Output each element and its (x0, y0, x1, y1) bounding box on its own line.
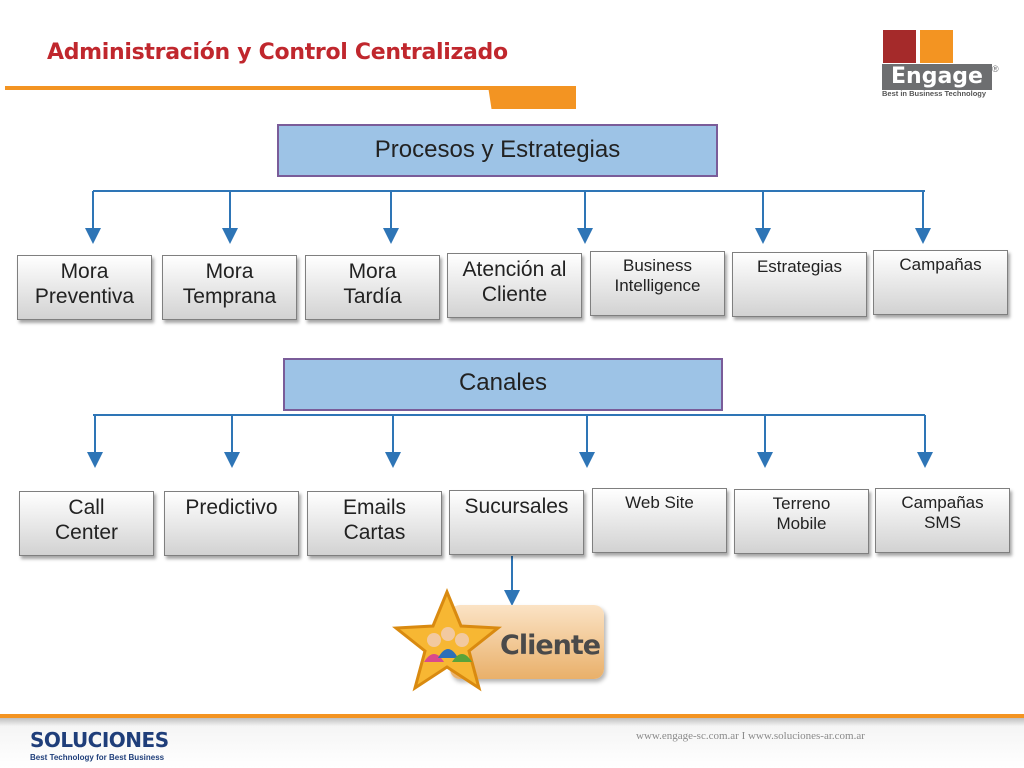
node-web-site: Web Site (592, 488, 727, 553)
logo-wordmark: Engage (882, 64, 992, 90)
cliente-label: Cliente (500, 630, 601, 661)
node-predictivo: Predictivo (164, 491, 299, 556)
procesos-header: Procesos y Estrategias (277, 124, 718, 177)
title-underline-tab (488, 86, 576, 109)
node-estrategias: Estrategias (732, 252, 867, 317)
canales-header: Canales (283, 358, 723, 411)
footer-accent-line (0, 714, 1024, 718)
logo-tagline: Best in Business Technology (882, 89, 987, 98)
logo-red-square (883, 30, 916, 63)
node-sucursales: Sucursales (449, 490, 584, 555)
node-campanas: Campañas (873, 250, 1008, 315)
logo-registered-mark: ® (992, 64, 999, 74)
engage-logo: Engage ® Best in Business Technology (880, 28, 1002, 100)
footer-urls: www.engage-sc.com.ar I www.soluciones-ar… (636, 730, 865, 742)
logo-orange-square (920, 30, 953, 63)
soluciones-tagline: Best Technology for Best Business (30, 753, 165, 762)
cliente-badge: Cliente (392, 588, 612, 698)
footer-shadow (0, 718, 1024, 726)
star-people-icon (392, 588, 502, 692)
title-underline (5, 86, 575, 90)
soluciones-logo: SOLUCIONES (30, 728, 169, 752)
page-title: Administración y Control Centralizado (47, 40, 508, 65)
